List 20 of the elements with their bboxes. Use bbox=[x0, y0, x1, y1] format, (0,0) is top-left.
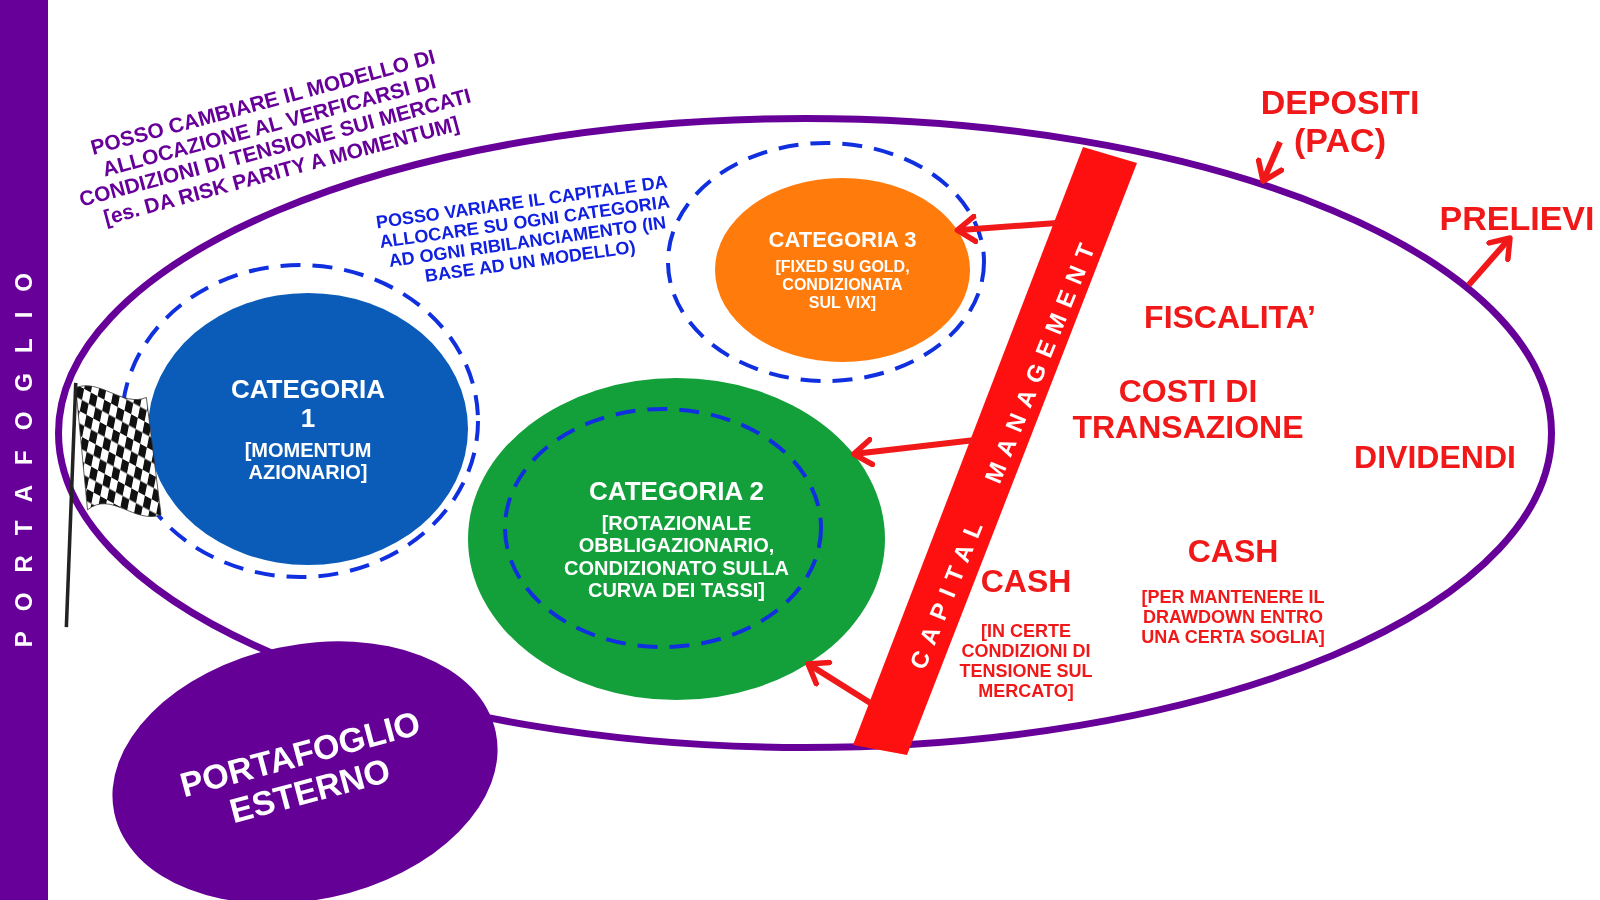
arrow bbox=[1466, 235, 1513, 287]
category-ellipse bbox=[715, 178, 970, 362]
cash-description: [PER MANTENERE IL DRAWDOWN ENTRO UNA CERTA SOGLIA] bbox=[1140, 586, 1326, 648]
arrow bbox=[805, 659, 873, 707]
vertical-title: PORTAFOGLIO bbox=[10, 252, 38, 648]
category-ellipse bbox=[468, 378, 885, 700]
cash-heading: CASH bbox=[1186, 534, 1280, 570]
arrow bbox=[954, 213, 1058, 245]
cost-label: FISCALITA’ bbox=[1143, 300, 1317, 336]
category-heading: CATEGORIA 2 bbox=[589, 476, 764, 506]
category-ellipse bbox=[148, 293, 468, 565]
category-heading: CATEGORIA 3 bbox=[768, 227, 917, 253]
category-heading: CATEGORIA 1 bbox=[229, 374, 387, 433]
side-band bbox=[0, 0, 48, 900]
category-description: [MOMENTUM AZIONARIO] bbox=[243, 438, 373, 484]
flow-label: PRELIEVI bbox=[1439, 198, 1595, 238]
income-label: DIVIDENDI bbox=[1353, 440, 1517, 476]
category-description: [FIXED SU GOLD, CONDIZIONATA SUL VIX] bbox=[774, 258, 911, 313]
category-description: [ROTAZIONALE OBBLIGAZIONARIO, CONDIZIONATO SULLA CURVA DEI TASSI] bbox=[563, 511, 790, 602]
arrow bbox=[850, 436, 974, 468]
